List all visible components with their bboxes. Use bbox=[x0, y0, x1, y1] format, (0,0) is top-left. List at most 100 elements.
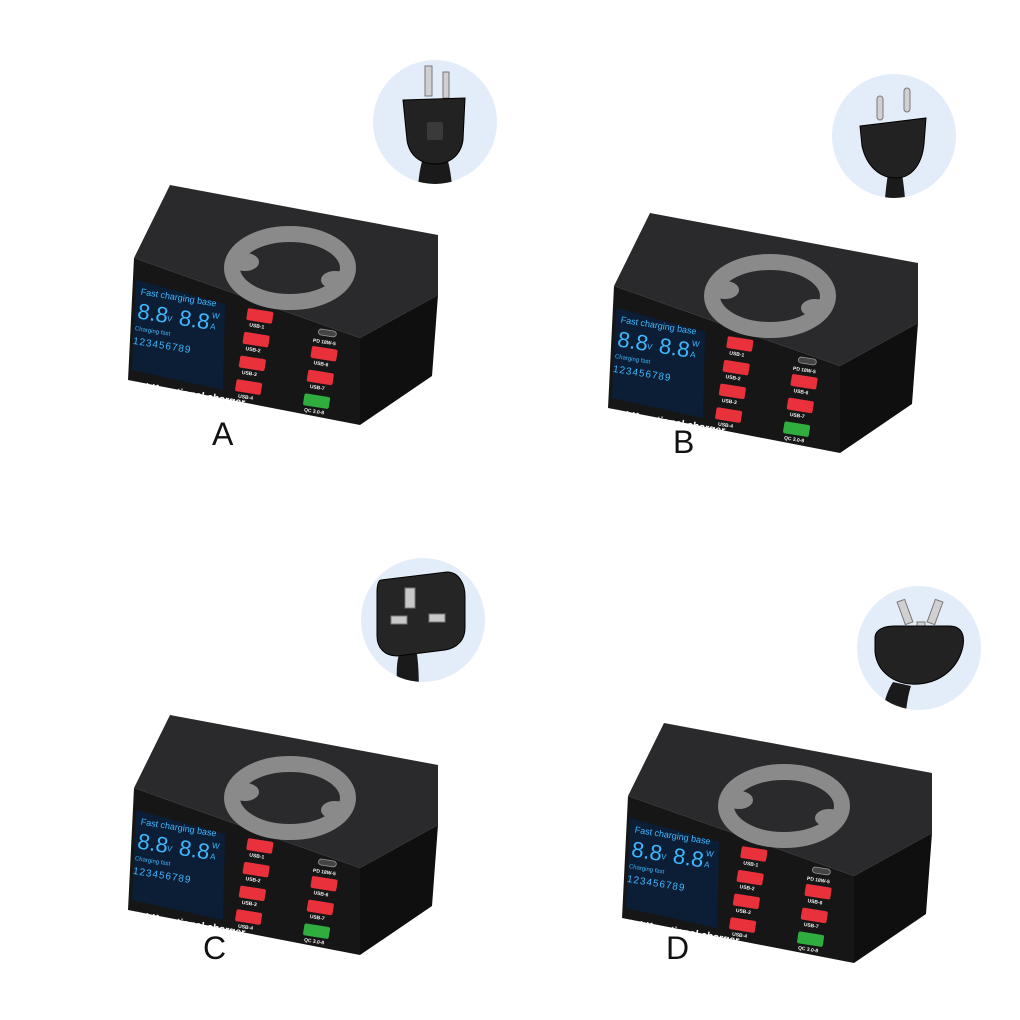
port-label: USB-3 bbox=[241, 370, 257, 378]
wireless-charging-ring bbox=[704, 254, 836, 338]
lcd-unit-v: V bbox=[646, 342, 653, 352]
port-label: QC 3.0-8 bbox=[304, 937, 325, 946]
charger-unit: Fast charging base 8.8 V 8.8 W A Chargin… bbox=[622, 723, 932, 963]
lcd-status: Charging fast bbox=[134, 326, 171, 338]
product-variant-d[interactable]: Fast charging base 8.8 V 8.8 W A Chargin… bbox=[510, 510, 1020, 1020]
lcd-display bbox=[612, 308, 705, 418]
lcd-unit-w: W bbox=[211, 841, 220, 851]
usb-port-4 bbox=[235, 379, 263, 395]
lcd-unit-w: W bbox=[211, 311, 220, 321]
eu-plug-icon bbox=[832, 74, 956, 198]
usb-port-4 bbox=[235, 909, 263, 925]
product-variant-a[interactable]: Fast charging base 8.8 V 8.8 W A Chargin… bbox=[0, 0, 510, 510]
usb-port-3 bbox=[238, 355, 266, 372]
usb-port-6 bbox=[804, 884, 832, 900]
usb-port-7 bbox=[306, 899, 334, 916]
usb-port-7 bbox=[786, 397, 814, 414]
charger-unit: Fast charging base 8.8 V 8.8 W A Chargin… bbox=[128, 715, 438, 955]
port-label: USB-6 bbox=[807, 898, 823, 906]
usb-port-2 bbox=[722, 359, 750, 376]
port-label: USB-6 bbox=[313, 360, 329, 368]
lcd-status: Charging fast bbox=[134, 856, 171, 868]
port-label: USB-2 bbox=[725, 374, 741, 382]
product-variant-c[interactable]: Fast charging base 8.8 V 8.8 W A Chargin… bbox=[0, 510, 510, 1020]
qc-port-8 bbox=[783, 421, 811, 437]
au-plug-icon bbox=[857, 586, 981, 710]
lcd-volts: 8.8 bbox=[136, 828, 170, 857]
lcd-unit-v: V bbox=[166, 314, 173, 324]
usb-c-port bbox=[318, 858, 337, 868]
port-label: PD 18W-5 bbox=[312, 868, 336, 878]
wireless-charging-ring bbox=[718, 764, 850, 848]
lcd-unit-a: A bbox=[210, 852, 217, 862]
lcd-unit-a: A bbox=[210, 322, 217, 332]
lcd-amps: 8.8 bbox=[657, 333, 691, 362]
port-label: USB-3 bbox=[721, 398, 737, 406]
lcd-unit-a: A bbox=[690, 350, 697, 360]
variant-label: B bbox=[673, 424, 695, 460]
port-label: USB-6 bbox=[313, 890, 329, 898]
lcd-unit-v: V bbox=[166, 844, 173, 854]
port-label: USB-7 bbox=[789, 412, 805, 420]
usb-c-port bbox=[812, 866, 831, 876]
lcd-unit-v: V bbox=[660, 852, 667, 862]
lcd-volts: 8.8 bbox=[616, 326, 650, 355]
lcd-status: Charging fast bbox=[614, 354, 651, 366]
port-label: USB-7 bbox=[309, 914, 325, 922]
lcd-status: Charging fast bbox=[628, 864, 665, 876]
port-label: USB-3 bbox=[735, 908, 751, 916]
variant-label: C bbox=[203, 930, 227, 966]
lcd-unit-w: W bbox=[691, 339, 700, 349]
usb-port-1 bbox=[726, 336, 754, 352]
port-label: USB-4 bbox=[732, 932, 748, 940]
port-label: PD 18W-5 bbox=[792, 366, 816, 376]
variant-label: A bbox=[212, 416, 234, 452]
port-label: USB-2 bbox=[739, 884, 755, 892]
usb-port-6 bbox=[790, 374, 818, 390]
lcd-display bbox=[626, 818, 719, 928]
port-label: QC 3.0-8 bbox=[304, 407, 325, 416]
qc-port-8 bbox=[303, 393, 331, 409]
lcd-volts: 8.8 bbox=[630, 836, 664, 865]
qc-port-8 bbox=[797, 931, 825, 947]
lcd-amps: 8.8 bbox=[177, 835, 211, 864]
port-label: USB-1 bbox=[743, 860, 759, 868]
port-label: USB-7 bbox=[309, 384, 325, 392]
charger-unit: Fast charging base 8.8 V 8.8 W A Chargin… bbox=[128, 185, 438, 425]
port-label: QC 3.0-8 bbox=[798, 945, 819, 954]
usb-port-1 bbox=[740, 846, 768, 862]
port-label: PD 18W-5 bbox=[312, 338, 336, 348]
usb-port-7 bbox=[306, 369, 334, 386]
product-variant-b[interactable]: Fast charging base 8.8 V 8.8 W A Chargin… bbox=[510, 0, 1020, 510]
lcd-unit-a: A bbox=[704, 860, 711, 870]
usb-c-port bbox=[798, 356, 817, 366]
port-label: USB-1 bbox=[249, 322, 265, 330]
port-label: USB-4 bbox=[718, 422, 734, 430]
lcd-volts: 8.8 bbox=[136, 298, 170, 327]
usb-port-1 bbox=[246, 308, 274, 324]
uk-plug-icon bbox=[361, 558, 485, 682]
port-label: USB-2 bbox=[245, 876, 261, 884]
wireless-charging-ring bbox=[224, 226, 356, 310]
port-label: USB-6 bbox=[793, 388, 809, 396]
lcd-unit-w: W bbox=[705, 849, 714, 859]
usb-port-6 bbox=[310, 876, 338, 892]
lcd-display bbox=[132, 810, 225, 920]
usb-port-7 bbox=[800, 907, 828, 924]
port-label: USB-1 bbox=[249, 852, 265, 860]
port-label: USB-4 bbox=[238, 394, 254, 402]
usb-port-4 bbox=[715, 407, 743, 423]
usb-port-3 bbox=[732, 893, 760, 910]
usb-c-port bbox=[318, 328, 337, 338]
charger-unit: Fast charging base 8.8 V 8.8 W A Chargin… bbox=[608, 213, 918, 453]
port-label: USB-2 bbox=[245, 346, 261, 354]
port-label: QC 3.0-8 bbox=[784, 435, 805, 444]
usb-port-2 bbox=[736, 869, 764, 886]
port-label: USB-7 bbox=[803, 922, 819, 930]
usb-port-1 bbox=[246, 838, 274, 854]
usb-port-3 bbox=[718, 383, 746, 400]
usb-port-6 bbox=[310, 346, 338, 362]
port-label: USB-3 bbox=[241, 900, 257, 908]
lcd-amps: 8.8 bbox=[671, 843, 705, 872]
port-label: PD 18W-5 bbox=[806, 876, 830, 886]
